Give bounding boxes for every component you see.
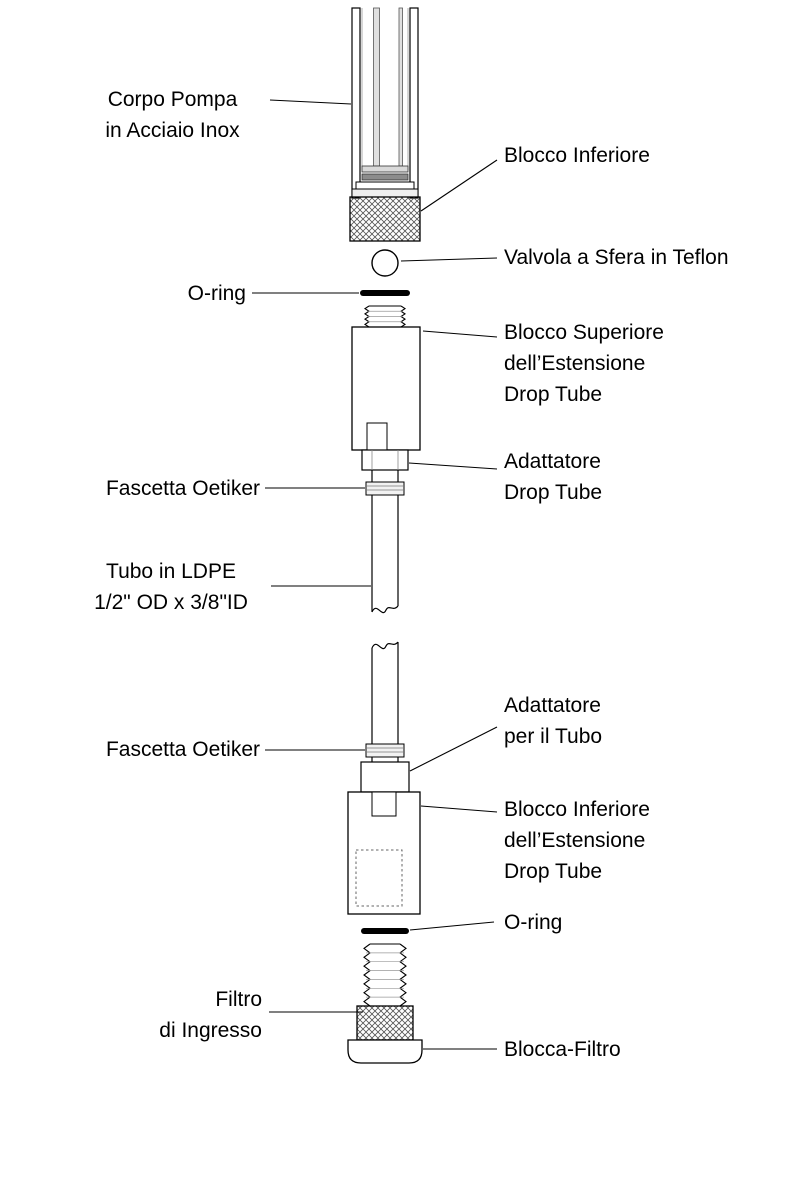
leader-blocco-superiore xyxy=(422,330,498,338)
label-fascetta-top: Fascetta Oetiker xyxy=(105,477,260,500)
pump-seal-band-1 xyxy=(361,165,409,173)
pump-body-wall-left xyxy=(351,7,361,199)
pump-body xyxy=(351,7,419,199)
label-blocca-filtro: Blocca-Filtro xyxy=(504,1038,621,1061)
clamp-bottom-band xyxy=(365,743,405,758)
label-valvola: Valvola a Sfera in Teflon xyxy=(504,246,729,269)
drop-tube-adapter xyxy=(361,449,409,471)
label-tubo: Tubo in LDPE 1/2" OD x 3/8"ID xyxy=(94,560,248,614)
upper-extension-block xyxy=(351,326,421,451)
clamp-top xyxy=(365,481,405,496)
leader-corpo-pompa xyxy=(269,99,352,105)
inlet-thread-right-edge xyxy=(399,943,407,1007)
filter-retainer-cap xyxy=(347,1039,423,1064)
leader-lines xyxy=(252,99,498,1050)
pump-inner-tube xyxy=(398,7,403,167)
thread-top xyxy=(363,305,407,328)
label-adattatore-tubo: Adattatore per il Tubo xyxy=(504,694,603,748)
tube-break-upper xyxy=(371,605,399,614)
drop-tube-adapter-body xyxy=(361,449,409,471)
label-blocco-inferiore-top: Blocco Inferiore xyxy=(504,144,650,167)
inlet-filter-thread xyxy=(363,943,407,1007)
lower-block-hatched xyxy=(349,196,421,242)
leader-adattatore-tubo xyxy=(409,726,498,772)
leader-blocco-inferiore-est xyxy=(420,805,498,813)
leader-blocco-inferiore-top xyxy=(420,159,498,212)
inlet-filter-mesh xyxy=(356,1005,414,1041)
lower-extension-block xyxy=(347,791,421,915)
label-corpo-pompa: Corpo Pompa in Acciaio Inox xyxy=(105,88,240,142)
upper-extension-block-port xyxy=(366,422,388,451)
pump-body-wall-right xyxy=(409,7,419,199)
label-blocco-superiore: Blocco Superiore dell’Estensione Drop Tu… xyxy=(504,321,664,406)
lower-extension-block-port xyxy=(371,791,397,817)
leader-adattatore-drop-tube xyxy=(408,462,498,470)
pump-seal-band-2 xyxy=(361,173,409,181)
tube-break-lower xyxy=(371,641,399,650)
label-oring-top: O-ring xyxy=(187,282,246,305)
leader-oring-bottom xyxy=(409,921,495,931)
ldpe-tube xyxy=(371,470,399,762)
label-fascetta-bottom: Fascetta Oetiker xyxy=(105,738,260,761)
lower-extension-block-hidden-cavity xyxy=(355,849,403,907)
pump-rod xyxy=(373,7,380,167)
o-ring-top-shape xyxy=(360,290,410,296)
o-ring-bottom-shape xyxy=(361,928,409,934)
leader-valvola xyxy=(400,257,498,262)
inlet-thread-left-edge xyxy=(363,943,371,1007)
pump-seal-band-3 xyxy=(355,181,415,190)
clamp-top-band xyxy=(365,481,405,496)
label-oring-bottom: O-ring xyxy=(504,911,563,934)
ball-valve xyxy=(371,249,399,277)
label-blocco-inferiore-est: Blocco Inferiore dell’Estensione Drop Tu… xyxy=(504,798,650,883)
tube-adapter xyxy=(360,761,410,793)
label-adattatore-drop-tube: Adattatore Drop Tube xyxy=(504,450,603,504)
pump-seal-band-4 xyxy=(351,188,419,198)
label-filtro: Filtro di Ingresso xyxy=(159,988,262,1042)
clamp-bottom xyxy=(365,743,405,758)
